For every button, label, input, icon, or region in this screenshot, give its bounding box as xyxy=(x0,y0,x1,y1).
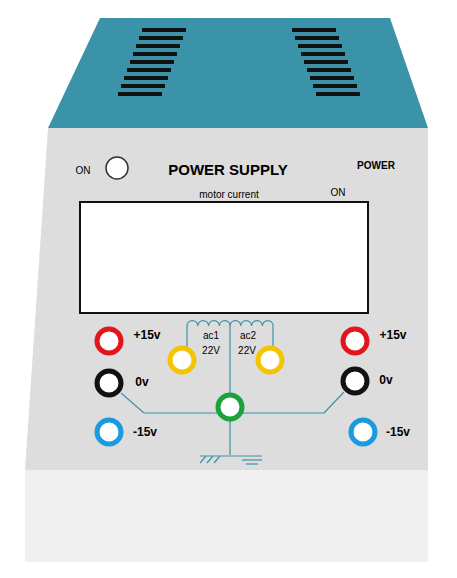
terminal-label: +15v xyxy=(379,329,406,342)
voltage-label: 22V xyxy=(202,345,220,356)
terminal-plus15 xyxy=(97,329,121,353)
right-vents xyxy=(292,30,360,94)
panel-title: POWER SUPPLY xyxy=(168,162,287,179)
front-panel xyxy=(25,128,428,470)
top-housing xyxy=(48,18,428,128)
on-button xyxy=(106,157,128,179)
terminal-label: 0v xyxy=(379,374,392,387)
transformer-coils xyxy=(121,321,344,464)
winding-label: ac2 xyxy=(240,330,256,341)
winding-label: ac1 xyxy=(203,330,219,341)
terminal-label: 0v xyxy=(135,376,148,389)
terminal-ground xyxy=(218,395,242,419)
power-label: POWER xyxy=(357,160,395,171)
on-label: ON xyxy=(76,165,91,176)
terminal-minus15 xyxy=(97,420,121,444)
voltage-label: 22V xyxy=(238,345,256,356)
terminal-ac1 xyxy=(170,348,194,372)
terminal-ac2 xyxy=(258,348,282,372)
display-screen xyxy=(80,202,368,313)
base xyxy=(25,470,428,562)
terminal-label: -15v xyxy=(133,426,157,439)
terminal-label: +15v xyxy=(133,329,160,342)
terminal-0v xyxy=(343,369,367,393)
terminal-plus15 xyxy=(343,329,367,353)
display-caption: motor current xyxy=(199,189,258,200)
terminals xyxy=(97,329,375,444)
terminal-0v xyxy=(97,371,121,395)
left-vents xyxy=(118,30,186,94)
terminal-minus15 xyxy=(351,420,375,444)
terminal-label: -15v xyxy=(386,426,410,439)
on-label: ON xyxy=(331,187,346,198)
